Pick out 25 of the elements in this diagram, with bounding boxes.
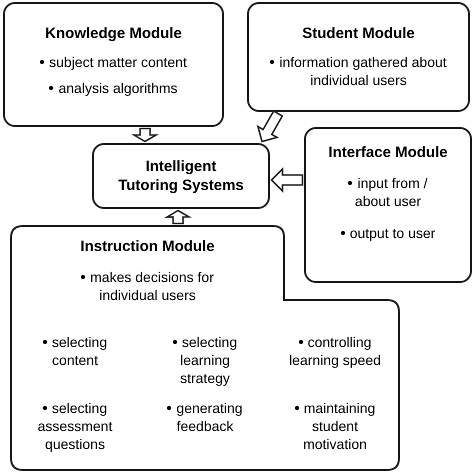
bullet-item: selecting assessment questions bbox=[36, 399, 114, 453]
bullet-item: generating feedback bbox=[155, 399, 255, 453]
module-heading: Student Module bbox=[302, 24, 415, 43]
bullet-item: input from / about user bbox=[338, 174, 438, 210]
module-heading: Instruction Module bbox=[80, 237, 215, 256]
block-arrow bbox=[131, 128, 160, 142]
block-arrow bbox=[164, 210, 192, 224]
bullet-item: controlling learning speed bbox=[288, 333, 382, 370]
module-box bbox=[247, 2, 470, 112]
module-box bbox=[304, 127, 472, 283]
system-box bbox=[92, 143, 270, 209]
block-arrow bbox=[270, 167, 304, 193]
bullet-item: selecting learning strategy bbox=[155, 333, 255, 387]
system-title: Intelligent Tutoring Systems bbox=[117, 157, 245, 195]
bullet-item: output to user bbox=[338, 224, 438, 242]
block-arrow bbox=[256, 110, 284, 142]
module-box bbox=[3, 2, 224, 127]
bullet-item: makes decisions for individual users bbox=[68, 268, 228, 304]
bullet-item: analysis algorithms bbox=[14, 79, 214, 97]
module-heading: Interface Module bbox=[328, 143, 448, 162]
bullet-item: selecting content bbox=[25, 333, 125, 387]
bullet-item: information gathered about individual users bbox=[264, 53, 454, 89]
module-heading: Knowledge Module bbox=[45, 24, 182, 43]
bullet-item: subject matter content bbox=[14, 53, 214, 71]
bullet-item: maintaining student motivation bbox=[285, 399, 385, 453]
